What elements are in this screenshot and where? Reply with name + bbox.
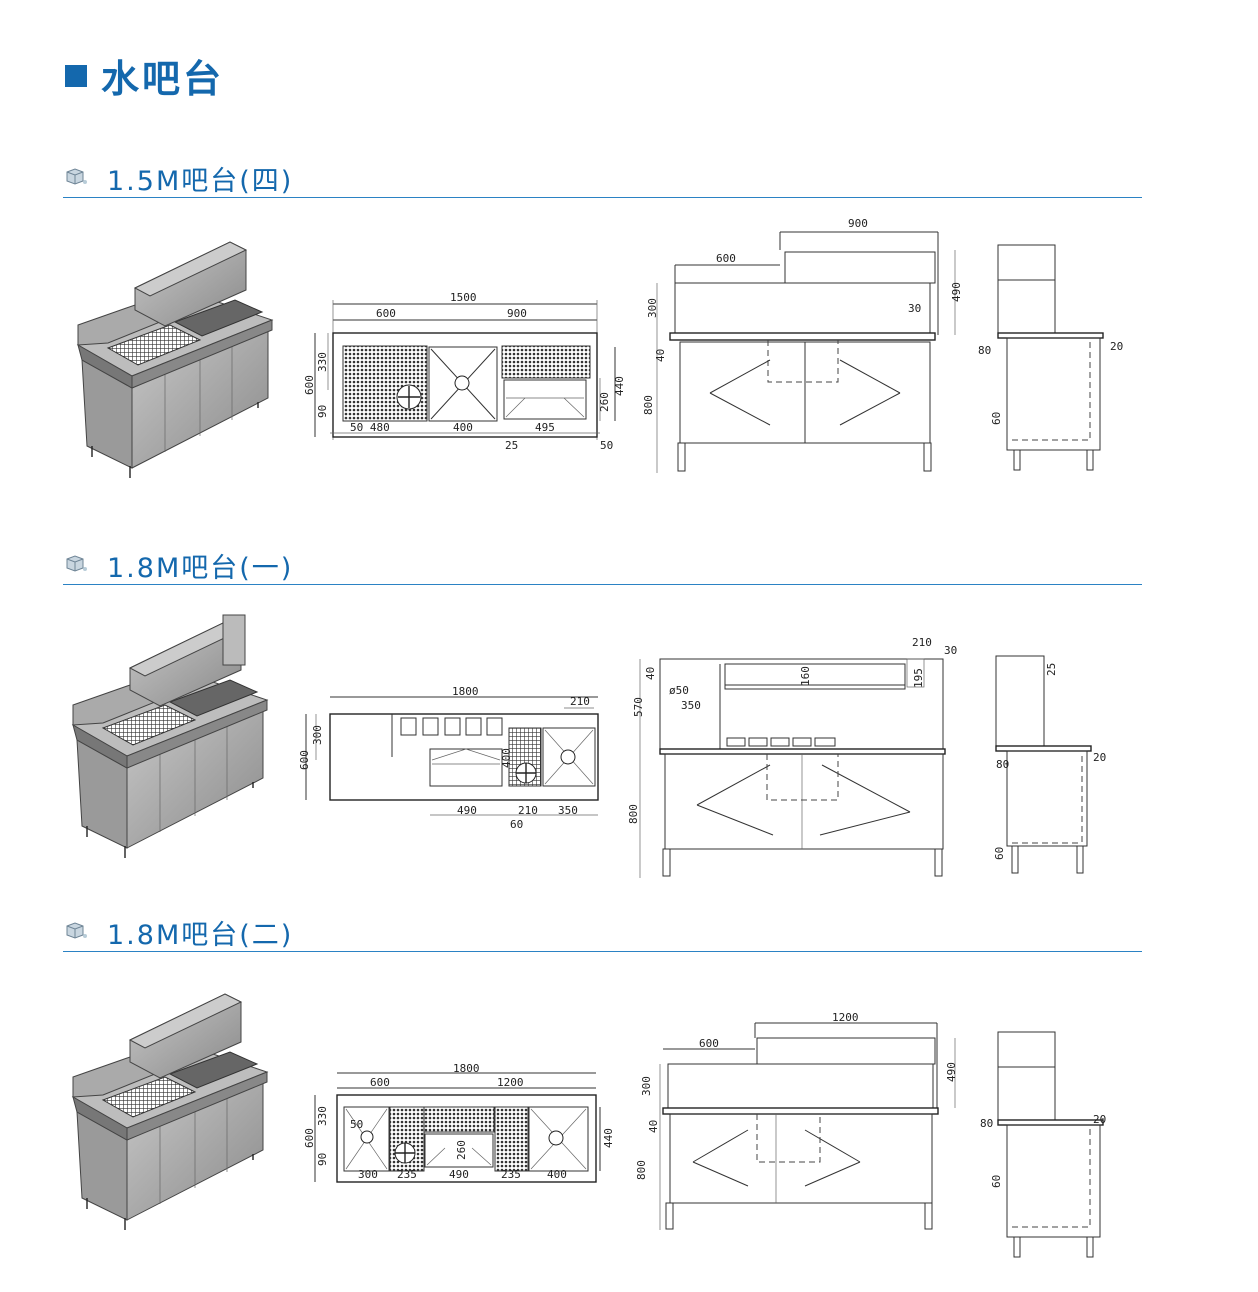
dim-label: 20 [1110,340,1123,353]
dim-label: 30 [944,644,957,657]
ice-cube-icon [66,168,87,185]
dim-label: 30 [908,302,921,315]
dim-label: 300 [358,1168,378,1181]
dim-label: 1500 [450,291,477,304]
dim-label: 600 [303,1128,316,1148]
top-view: 1800 210 300 600 400 490 210 350 60 [298,685,599,831]
dim-label: 600 [298,750,311,770]
dim-label: 800 [635,1160,648,1180]
isometric-view [77,241,273,479]
dim-label: 490 [950,282,963,302]
top-view: 1500 600 900 600 330 90 440 260 50 480 4… [303,291,626,452]
dim-label: 60 [990,412,1003,425]
dim-label: 900 [848,217,868,230]
dim-label: 800 [627,804,640,824]
dim-label: 350 [558,804,578,817]
dim-label: 60 [510,818,523,831]
dim-label: 800 [642,395,655,415]
dim-label: 1200 [832,1011,859,1024]
dim-label: 490 [449,1168,469,1181]
dim-label: 400 [500,748,513,768]
dim-label: 300 [646,298,659,318]
dim-label: 490 [945,1062,958,1082]
ice-cube-icon [66,555,87,572]
dim-label: 570 [632,697,645,717]
front-view: 210 30 40 160 195 ø50 350 570 800 [627,636,957,878]
dim-label: 50 [600,439,613,452]
side-view: 80 20 60 [978,244,1123,471]
dim-label: 80 [978,344,991,357]
dim-label: 80 [980,1117,993,1130]
section-header-1: 1.5M吧台(四) [63,157,1142,198]
dim-label: 900 [507,307,527,320]
dim-label: 350 [681,699,701,712]
isometric-view [72,614,268,859]
dim-label: 60 [990,1175,1003,1188]
dim-label: 25 [1045,663,1058,676]
dim-label: 440 [613,376,626,396]
dim-label: 25 [505,439,518,452]
front-view: 900 600 300 490 30 40 800 [642,217,963,473]
dim-label: 20 [1093,1113,1106,1126]
dim-label: 50 [350,1118,363,1131]
dim-label: 300 [640,1076,653,1096]
dim-label: 20 [1093,751,1106,764]
dim-label: 235 [501,1168,521,1181]
isometric-view [72,993,268,1231]
dim-label: 600 [699,1037,719,1050]
dim-label: 210 [570,695,590,708]
section-1-drawings: 1500 600 900 600 330 90 440 260 50 480 4… [77,217,1123,479]
dim-label: 210 [518,804,538,817]
dim-label: ø50 [669,684,689,697]
dim-label: 40 [647,1120,660,1133]
dim-label: 235 [397,1168,417,1181]
dim-label: 1800 [452,685,479,698]
side-view: 80 20 60 [980,1031,1106,1258]
dim-label: 400 [453,421,473,434]
front-view: 1200 600 300 490 40 800 [635,1011,958,1230]
dim-label: 600 [303,375,316,395]
top-view: 1800 600 1200 330 600 90 440 50 260 300 … [303,1062,615,1183]
section-3-drawings: 1800 600 1200 330 600 90 440 50 260 300 … [72,993,1106,1258]
dim-label: 440 [602,1128,615,1148]
dim-label: 160 [799,666,812,686]
dim-label: 260 [598,392,611,412]
dim-label: 210 [912,636,932,649]
page-title: 水吧台 [65,48,224,103]
dim-label: 600 [716,252,736,265]
dim-label: 60 [993,847,1006,860]
dim-label: 330 [316,352,329,372]
dim-label: 40 [644,667,657,680]
dim-label: 490 [457,804,477,817]
ice-cube-icon [66,922,87,939]
dim-label: 90 [316,405,329,418]
dim-label: 400 [547,1168,567,1181]
dim-label: 600 [370,1076,390,1089]
dim-label: 50 480 [350,421,390,434]
section-header-3: 1.8M吧台(二) [63,911,1142,952]
dim-label: 300 [311,725,324,745]
dim-label: 1800 [453,1062,480,1075]
dim-label: 1200 [497,1076,524,1089]
section-header-2: 1.8M吧台(一) [63,544,1142,585]
dim-label: 260 [455,1140,468,1160]
dim-label: 40 [654,349,667,362]
dim-label: 195 [912,668,925,688]
dim-label: 600 [376,307,396,320]
title-square-icon [65,64,87,87]
dim-label: 80 [996,758,1009,771]
section-2-drawings: 1800 210 300 600 400 490 210 350 60 210 … [72,614,1106,878]
side-view: 25 80 20 60 [993,655,1106,874]
dim-label: 90 [316,1153,329,1166]
dim-label: 330 [316,1106,329,1126]
dim-label: 495 [535,421,555,434]
